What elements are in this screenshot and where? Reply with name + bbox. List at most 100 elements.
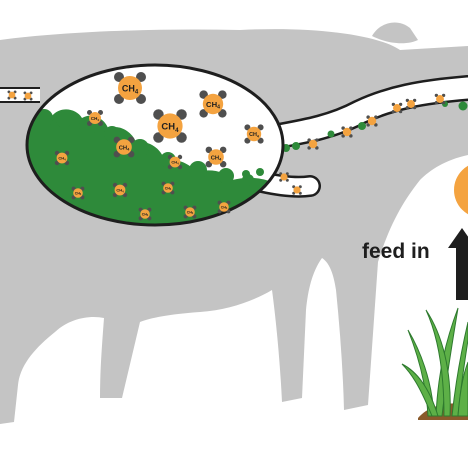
hydrogen-atom [114, 72, 124, 82]
carbon-atom [89, 112, 101, 124]
hydrogen-atom [7, 90, 11, 94]
carbon-atom [342, 127, 352, 137]
hydrogen-atom [374, 123, 378, 127]
hydrogen-atom [405, 98, 410, 103]
hydrogen-atom [391, 102, 396, 107]
methane-molecule [366, 115, 378, 127]
methane-molecule: CH4 [112, 182, 128, 198]
methane-molecule: CH4 [153, 109, 187, 143]
hydrogen-atom [112, 182, 118, 188]
hydrogen-atom [279, 178, 283, 182]
hydrogen-atom [244, 137, 251, 144]
hydrogen-atom [315, 138, 319, 142]
hydrogen-atom [226, 200, 231, 205]
hydrogen-atom [366, 123, 370, 127]
carbon-atom [8, 91, 16, 99]
carbon-atom [246, 126, 262, 142]
hydrogen-atom [412, 105, 417, 110]
hydrogen-atom [434, 100, 439, 105]
methane-molecule [7, 90, 17, 100]
carbon-atom [308, 139, 318, 149]
grass-tuft [401, 307, 468, 420]
methane-molecule [279, 172, 289, 182]
hydrogen-atom [285, 178, 289, 182]
hydrogen-atom [441, 100, 446, 105]
methane-molecule: CH4 [113, 136, 135, 158]
methane-molecule [307, 138, 319, 150]
hydrogen-atom [183, 214, 188, 219]
methane-label: CH4 [142, 212, 149, 217]
hydrogen-atom [87, 110, 92, 115]
methane-label: CH4 [122, 84, 139, 96]
hydrogen-atom [71, 186, 76, 191]
carbon-atom [407, 100, 415, 108]
hydrogen-atom [87, 121, 92, 126]
hydrogen-atom [183, 205, 188, 210]
methane-molecule [23, 91, 33, 101]
methane-molecule: CH4 [114, 72, 146, 104]
hydrogen-atom [441, 93, 446, 98]
hydrogen-atom [217, 209, 222, 214]
hydrogen-atom [199, 109, 208, 118]
hydrogen-atom [192, 205, 197, 210]
carbon-atom [393, 104, 401, 112]
hydrogen-atom [23, 91, 27, 95]
carbon-atom [367, 116, 377, 126]
hydrogen-atom [167, 164, 173, 170]
hydrogen-atom [398, 109, 403, 114]
hydrogen-atom [23, 97, 27, 101]
hydrogen-atom [391, 109, 396, 114]
hydrogen-atom [257, 124, 264, 131]
arrow-up-icon [448, 228, 468, 300]
hydrogen-atom [113, 136, 121, 144]
hydrogen-atom [13, 90, 17, 94]
hydrogen-atom [80, 186, 85, 191]
hydrogen-atom [170, 190, 175, 195]
feed-in-label: feed in [362, 240, 430, 263]
hydrogen-atom [136, 94, 146, 104]
hydrogen-atom [29, 91, 33, 95]
hydrogen-atom [177, 154, 183, 160]
hydrogen-atom [98, 121, 103, 126]
hydrogen-atom [127, 150, 135, 158]
methane-molecule [434, 93, 446, 105]
carbon-atom [208, 149, 224, 165]
hydrogen-atom [434, 93, 439, 98]
carbon-atom [280, 173, 288, 181]
hydrogen-atom [113, 150, 121, 158]
methane-label: CH4 [221, 205, 228, 210]
hydrogen-atom [341, 126, 345, 130]
hydrogen-atom [257, 137, 264, 144]
methane-molecule: CH4 [87, 110, 103, 126]
hydrogen-atom [161, 190, 166, 195]
hydrogen-atom [405, 105, 410, 110]
hydrogen-atom [292, 191, 296, 195]
cow-head-accent [454, 165, 468, 215]
hydrogen-atom [205, 146, 213, 154]
carbon-atom [56, 152, 68, 164]
methane-label: CH4 [171, 160, 179, 166]
carbon-atom [157, 113, 183, 139]
methane-molecule: CH4 [199, 90, 227, 118]
hydrogen-atom [170, 181, 175, 186]
methane-label: CH4 [211, 155, 222, 161]
hydrogen-atom [176, 109, 187, 120]
hydrogen-atom [153, 132, 164, 143]
hydrogen-atom [80, 195, 85, 200]
esophagus [0, 75, 468, 198]
carbon-atom [185, 207, 195, 217]
hydrogen-atom [122, 182, 128, 188]
hydrogen-atom [244, 124, 251, 131]
hydrogen-atom [307, 146, 311, 150]
hydrogen-atom [98, 110, 103, 115]
hydrogen-atom [7, 96, 11, 100]
hydrogen-atom [127, 136, 135, 144]
hydrogen-atom [138, 207, 143, 212]
methane-label: CH4 [58, 156, 66, 162]
hydrogen-atom [366, 115, 370, 119]
hydrogen-atom [13, 96, 17, 100]
feed-in-arrow [448, 228, 468, 300]
hydrogen-atom [217, 200, 222, 205]
